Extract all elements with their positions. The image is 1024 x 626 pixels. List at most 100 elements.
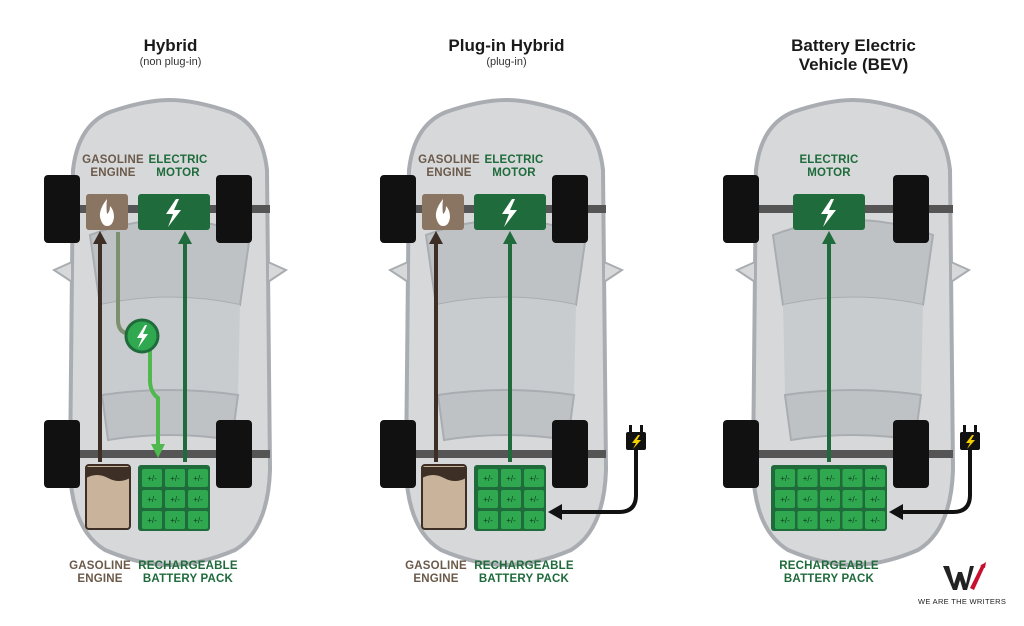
- battery-cell-label: +/-: [870, 495, 880, 504]
- wheel-front-right: [893, 175, 929, 243]
- battery-cell: [142, 469, 162, 487]
- battery-cell: [501, 511, 521, 529]
- panel-subtitle: (plug-in): [486, 56, 527, 68]
- rear-axle: [753, 450, 953, 458]
- battery-cell-label: +/-: [780, 495, 790, 504]
- gas-arrow: [429, 231, 443, 244]
- battery-cell-label: +/-: [848, 516, 858, 525]
- battery-cell-label: +/-: [193, 495, 203, 504]
- gasoline-engine-block: [86, 194, 128, 230]
- battery-cell-label: +/-: [170, 474, 180, 483]
- battery-cell: [775, 490, 795, 508]
- battery-cell: [820, 511, 840, 529]
- battery-cell-label: +/-: [803, 516, 813, 525]
- battery-cell-label: +/-: [170, 516, 180, 525]
- battery-cell-label: +/-: [529, 474, 539, 483]
- side-mirror-left: [734, 260, 756, 284]
- car-roof: [100, 297, 240, 395]
- battery-cell: [865, 511, 885, 529]
- wheel-front-right: [552, 175, 588, 243]
- battery-cell: [142, 490, 162, 508]
- car-diagram: +/-+/-+/-+/-+/-+/-+/-+/-+/-+/-+/-+/-+/-+…: [723, 97, 980, 568]
- battery-cell: [797, 469, 818, 487]
- panel-title-line1: Battery Electric: [791, 36, 916, 55]
- side-mirror-left: [51, 260, 73, 284]
- battery-cell: [501, 469, 521, 487]
- rear-axle: [70, 450, 270, 458]
- wheel-front-left: [723, 175, 759, 243]
- battery-cell-label: +/-: [825, 495, 835, 504]
- battery-cell-label: +/-: [529, 495, 539, 504]
- gasoline-engine-block: [422, 194, 464, 230]
- plug-lightning-icon: [966, 435, 975, 449]
- side-mirror-right: [267, 260, 289, 284]
- battery-cell-label: +/-: [825, 474, 835, 483]
- gas-tank-fuel-wave: [422, 467, 466, 481]
- plug-prong-left: [629, 425, 632, 433]
- generator-lightning-icon: [137, 325, 148, 348]
- battery-cell: [165, 490, 185, 508]
- battery-cell: [842, 511, 863, 529]
- wheel-rear-right: [893, 420, 929, 488]
- battery-cell: [524, 490, 544, 508]
- battery-cell: [188, 490, 208, 508]
- battery-cell: [842, 469, 863, 487]
- battery-cell: [524, 469, 544, 487]
- charging-cable: [560, 450, 638, 514]
- battery-cell: [478, 490, 498, 508]
- wheel-front-left: [44, 175, 80, 243]
- car-roof: [783, 297, 923, 395]
- side-mirror-left: [387, 260, 409, 284]
- battery-cell: [501, 490, 521, 508]
- battery-cell-label: +/-: [780, 516, 790, 525]
- battery-cell-label: +/-: [780, 474, 790, 483]
- battery-cell: [797, 511, 818, 529]
- charging-arrow: [548, 504, 562, 520]
- battery-cell-label: +/-: [483, 495, 493, 504]
- battery-cell-label: +/-: [193, 474, 203, 483]
- battery-cell: [188, 469, 208, 487]
- battery-cells: +/-+/-+/-+/-+/-+/-+/-+/-+/-: [478, 469, 544, 529]
- battery-cell-label: +/-: [803, 495, 813, 504]
- charging-cable: [901, 450, 972, 514]
- battery-cells: +/-+/-+/-+/-+/-+/-+/-+/-+/-: [142, 469, 208, 529]
- battery-cell-label: +/-: [506, 516, 516, 525]
- motor-arrow: [178, 231, 192, 244]
- battery-cell: [478, 511, 498, 529]
- wheel-rear-right: [552, 420, 588, 488]
- battery-cell: [188, 511, 208, 529]
- battery-cells: +/-+/-+/-+/-+/-+/-+/-+/-+/-+/-+/-+/-+/-+…: [775, 469, 885, 529]
- lightning-icon: [821, 199, 836, 227]
- flame-icon: [435, 199, 450, 226]
- battery-cell-label: +/-: [506, 495, 516, 504]
- lightning-icon: [166, 199, 181, 227]
- battery-cell: [865, 469, 885, 487]
- battery-cell-label: +/-: [193, 516, 203, 525]
- battery-cell-label: +/-: [483, 516, 493, 525]
- battery-cell-label: +/-: [825, 516, 835, 525]
- plug-prong-right: [640, 425, 643, 433]
- gas-tank-fuel-wave: [86, 467, 130, 481]
- battery-cell: [775, 469, 795, 487]
- plug-prong-left: [963, 425, 966, 433]
- rear-axle: [406, 450, 606, 458]
- battery-cell-label: +/-: [529, 516, 539, 525]
- charging-arrow: [889, 504, 903, 520]
- battery-cell: [142, 511, 162, 529]
- battery-cell-label: +/-: [870, 516, 880, 525]
- side-mirror-right: [950, 260, 972, 284]
- regen-arrow: [151, 444, 165, 458]
- battery-cell-label: +/-: [848, 495, 858, 504]
- battery-cell: [165, 469, 185, 487]
- battery-cell-label: +/-: [483, 474, 493, 483]
- motor-arrow: [503, 231, 517, 244]
